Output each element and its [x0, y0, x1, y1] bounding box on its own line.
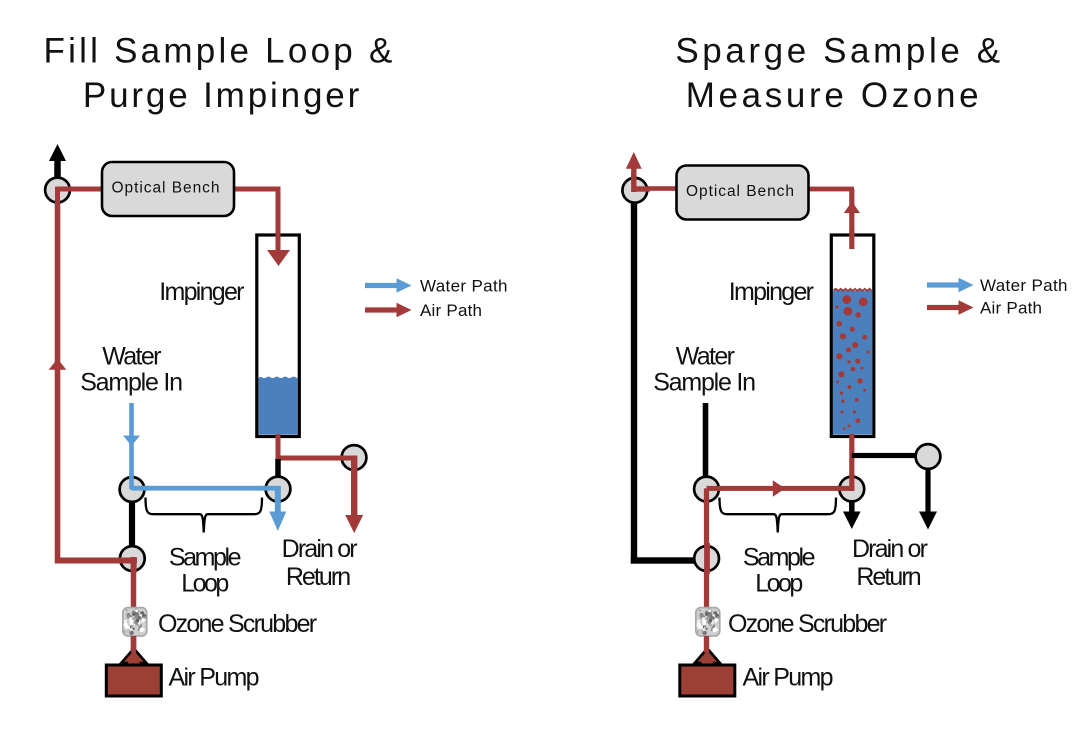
svg-text:Drain or: Drain or — [282, 535, 358, 563]
svg-text:Impinger: Impinger — [159, 278, 244, 306]
svg-text:Water: Water — [676, 343, 735, 371]
svg-text:Water Path: Water Path — [420, 277, 508, 296]
svg-text:Water Path: Water Path — [980, 276, 1068, 295]
svg-text:Air Path: Air Path — [420, 301, 482, 320]
svg-text:Sample: Sample — [169, 544, 241, 572]
svg-text:Ozone Scrubber: Ozone Scrubber — [158, 610, 317, 638]
svg-text:Air Path: Air Path — [980, 299, 1042, 318]
svg-text:Impinger: Impinger — [729, 278, 814, 306]
svg-text:Sparge Sample &: Sparge Sample & — [675, 32, 1003, 71]
svg-text:Water: Water — [102, 343, 161, 371]
svg-text:Air Pump: Air Pump — [743, 664, 833, 692]
svg-text:Sample In: Sample In — [653, 369, 755, 397]
svg-text:Optical Bench: Optical Bench — [686, 183, 795, 200]
svg-text:Drain or: Drain or — [852, 535, 928, 563]
svg-text:Ozone Scrubber: Ozone Scrubber — [728, 610, 887, 638]
svg-text:Optical Bench: Optical Bench — [112, 180, 221, 197]
svg-text:Fill Sample Loop &: Fill Sample Loop & — [43, 32, 395, 71]
svg-text:Purge Impinger: Purge Impinger — [83, 76, 362, 115]
svg-text:Return: Return — [286, 563, 350, 591]
svg-text:Sample: Sample — [743, 544, 815, 572]
svg-text:Sample In: Sample In — [80, 369, 182, 397]
svg-text:Air Pump: Air Pump — [169, 664, 259, 692]
svg-text:Loop: Loop — [755, 570, 802, 598]
svg-text:Loop: Loop — [181, 570, 228, 598]
svg-text:Return: Return — [856, 563, 920, 591]
svg-text:Measure Ozone: Measure Ozone — [686, 76, 983, 115]
